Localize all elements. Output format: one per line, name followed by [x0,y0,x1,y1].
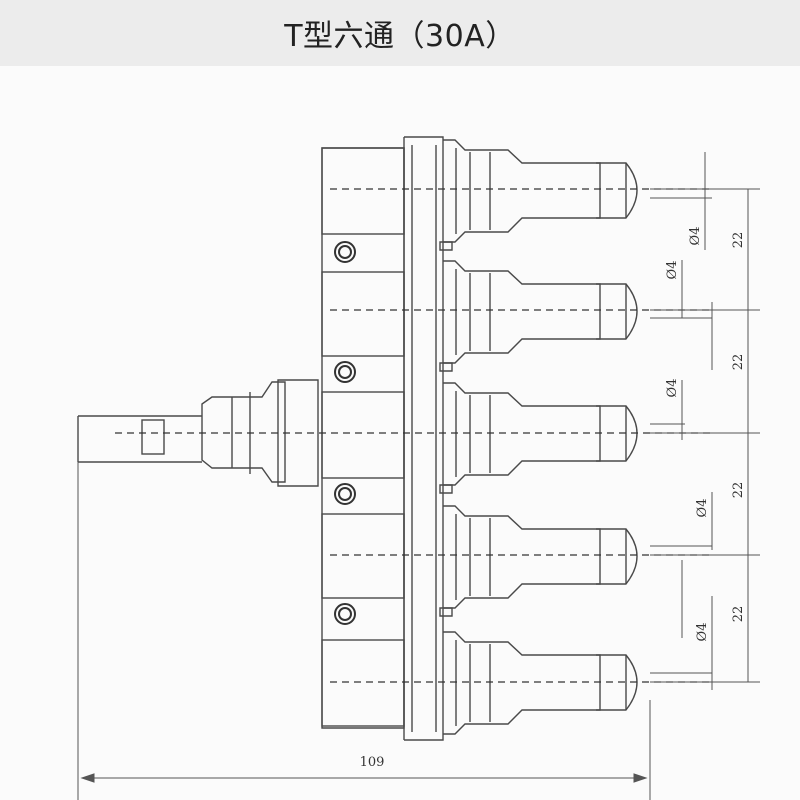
pitch-dimensions: 22 22 22 22 [731,232,746,623]
output-branch-2 [439,260,638,372]
output-branch-5 [443,631,638,735]
output-branch-1 [439,139,638,251]
mounting-hole-2 [334,361,356,383]
upper-block-2 [321,271,405,357]
lower-block-2 [321,639,405,727]
mounting-hole-4 [334,603,356,625]
diameter-label-4: Ø4 [695,499,710,518]
overall-length-dimension [77,462,651,800]
page-title: T型六通（30A） [284,19,516,54]
overall-length-label: 109 [360,755,385,770]
output-branch-4 [439,505,638,617]
pitch-label-1: 22 [731,232,746,249]
title-bar: T型六通（30A） [0,0,800,66]
manifold-spine [403,136,444,741]
upper-block-1 [321,147,405,235]
diameter-dimensions: Ø4 Ø4 Ø4 Ø4 Ø4 [665,227,710,642]
input-coupler [277,379,319,487]
manifold-body [321,147,405,729]
pitch-label-3: 22 [731,482,746,499]
input-pin [141,419,165,455]
mounting-hole-3 [334,483,356,505]
pitch-label-2: 22 [731,354,746,371]
pitch-label-4: 22 [731,606,746,623]
diameter-label-5: Ø4 [695,623,710,642]
center-block [321,391,405,479]
lower-block-1 [321,513,405,599]
mounting-hole-1 [334,241,356,263]
input-housing [201,381,286,483]
diameter-label-3: Ø4 [665,379,680,398]
diameter-label-1: Ø4 [688,227,703,246]
output-branch-3 [439,382,638,494]
input-cable [77,415,202,463]
diameter-label-2: Ø4 [665,261,680,280]
